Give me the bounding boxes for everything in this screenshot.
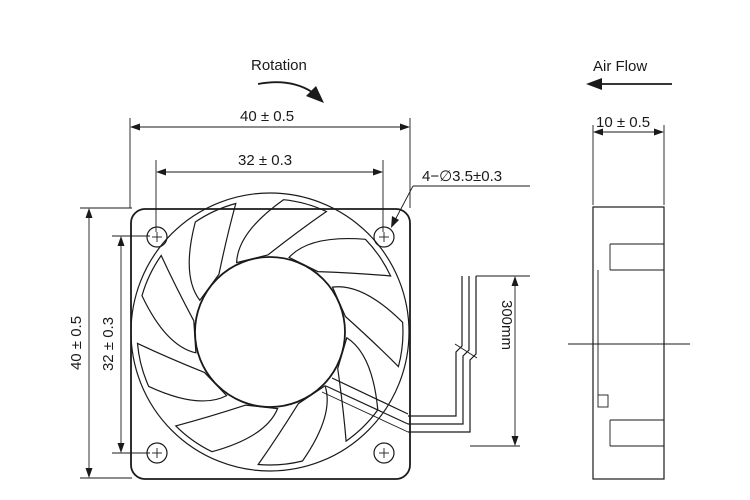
fan-blade <box>288 237 392 277</box>
dimension-cable-length <box>470 275 530 447</box>
fan-shroud-outer <box>130 192 410 472</box>
air-flow-label: Air Flow <box>593 58 647 75</box>
mount-hole-top-left <box>146 226 168 248</box>
dimension-width-holes <box>155 160 384 232</box>
fan-blade <box>141 254 197 354</box>
wire-strut <box>321 377 409 433</box>
fan-blade <box>174 404 279 453</box>
height-holes-label: 32 ± 0.3 <box>100 317 117 371</box>
mount-hole-leader <box>391 185 530 228</box>
dimension-depth <box>592 125 665 205</box>
fan-blades <box>136 199 404 466</box>
mount-hole-top-right <box>373 226 395 248</box>
fan-blade <box>188 202 237 302</box>
fan-blade <box>257 384 328 466</box>
fan-blade <box>136 342 228 402</box>
mount-holes-label: 4−∅3.5±0.3 <box>422 168 502 185</box>
mount-hole-bottom-left <box>146 442 168 464</box>
fan-blade <box>331 286 404 368</box>
width-outer-label: 40 ± 0.5 <box>240 108 294 125</box>
fan-side-view <box>568 206 690 480</box>
dimension-height-outer <box>80 207 132 479</box>
fan-blade <box>337 336 379 443</box>
fan-hub <box>194 256 346 408</box>
mount-hole-bottom-right <box>373 442 395 464</box>
air-flow-arrowhead <box>586 78 602 90</box>
cable-length-label: 300mm <box>498 300 515 350</box>
width-holes-label: 32 ± 0.3 <box>238 152 292 169</box>
fan-frame <box>130 208 411 480</box>
rotation-arrowhead <box>306 86 324 103</box>
lead-wires <box>408 276 478 433</box>
rotation-arrow <box>257 81 313 93</box>
height-outer-label: 40 ± 0.5 <box>68 316 85 370</box>
fan-blade <box>235 199 328 264</box>
depth-label: 10 ± 0.5 <box>596 114 650 131</box>
rotation-label: Rotation <box>251 57 307 74</box>
dimension-width-outer <box>129 118 411 208</box>
